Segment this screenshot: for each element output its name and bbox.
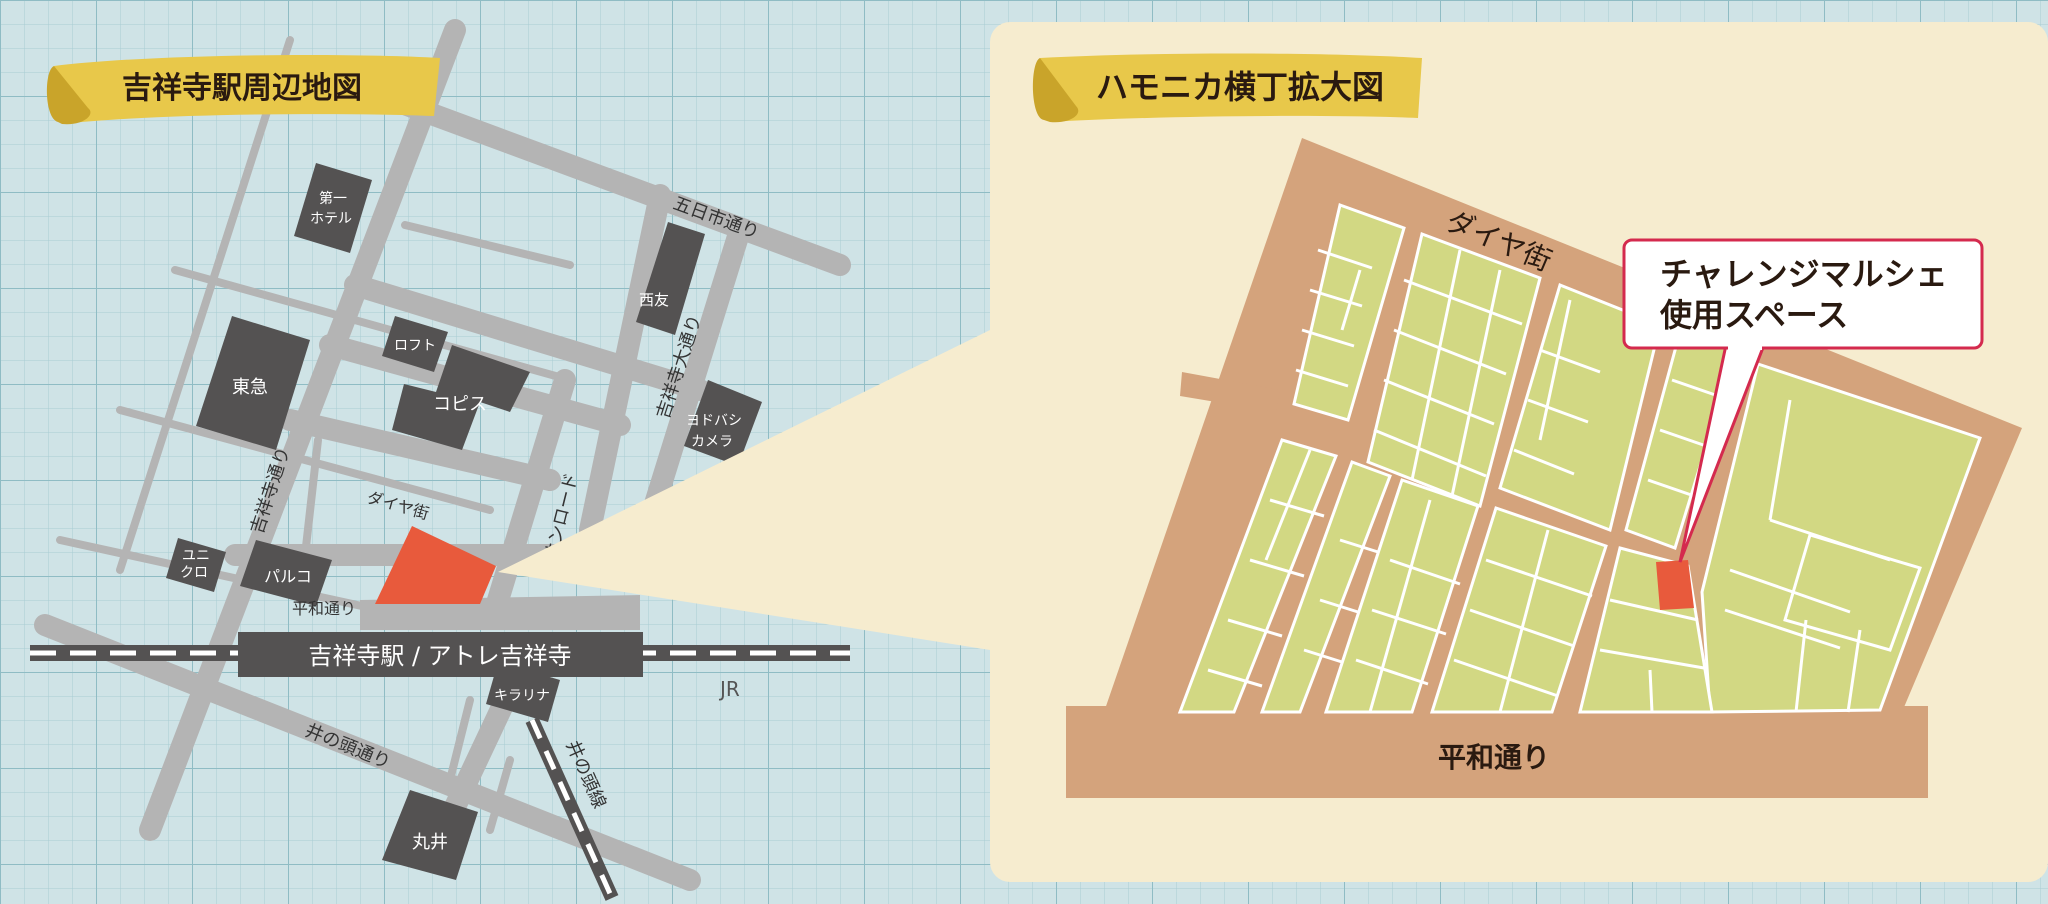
label-daiichi-hotel-2: ホテル — [310, 211, 352, 227]
label-parco: パルコ — [264, 567, 312, 586]
heiwa-dori-strip — [1066, 718, 1928, 798]
label-kirarina: キラリナ — [494, 688, 550, 704]
label-jr: JR — [718, 677, 740, 701]
label-marui: 丸井 — [412, 832, 448, 853]
right-map: ハモニカ横丁拡大図 — [990, 22, 2048, 882]
right-title-banner: ハモニカ横丁拡大図 — [1032, 53, 1422, 123]
label-seiyu: 西友 — [639, 291, 669, 309]
left-map-title: 吉祥寺駅周辺地図 — [122, 71, 362, 106]
right-map-title: ハモニカ横丁拡大図 — [1096, 68, 1384, 106]
label-daiichi-hotel-1: 第一 — [319, 190, 347, 207]
label-tokyu: 東急 — [232, 377, 268, 398]
challenge-marche-space — [1656, 560, 1694, 610]
kichijoji-station — [238, 632, 643, 677]
station-label: 吉祥寺駅 / アトレ吉祥寺 — [308, 642, 571, 670]
right-street-heiwa: 平和通り — [1438, 741, 1550, 774]
label-uniqlo-1: ユニ — [182, 548, 210, 564]
callout-line2: 使用スペース — [1659, 296, 1848, 334]
harmonica-yokocho-highlight — [375, 526, 496, 604]
zoom-connector — [498, 330, 990, 650]
label-loft: ロフト — [394, 338, 436, 354]
left-title-banner: 吉祥寺駅周辺地図 — [46, 54, 440, 125]
label-copis: コピス — [433, 394, 487, 415]
label-uniqlo-2: クロ — [180, 565, 208, 581]
callout-line1: チャレンジマルシェ — [1660, 255, 1948, 293]
label-yodobashi-1: ヨドバシ — [686, 413, 742, 429]
label-yodobashi-2: カメラ — [691, 434, 733, 450]
street-heiwa: 平和通り — [292, 599, 356, 618]
callout: チャレンジマルシェ 使用スペース — [1622, 238, 1984, 563]
